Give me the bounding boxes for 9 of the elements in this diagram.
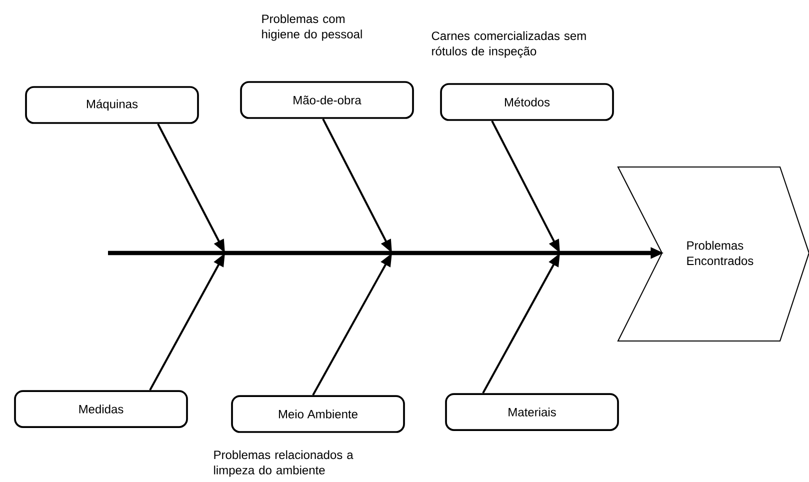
note-text: Problemas relacionados a limpeza do ambiente <box>214 450 354 477</box>
category-box: Materiais <box>445 393 619 431</box>
note-text: Problemas com higiene do pessoal <box>262 14 362 41</box>
category-box: Mão-de-obra <box>240 81 414 119</box>
category-box: Métodos <box>440 83 614 121</box>
category-box: Medidas <box>14 390 188 428</box>
category-box: Máquinas <box>25 86 199 124</box>
category-box: Meio Ambiente <box>231 395 405 433</box>
note-text: Carnes comercializadas sem rótulos de inspeção <box>432 31 586 58</box>
